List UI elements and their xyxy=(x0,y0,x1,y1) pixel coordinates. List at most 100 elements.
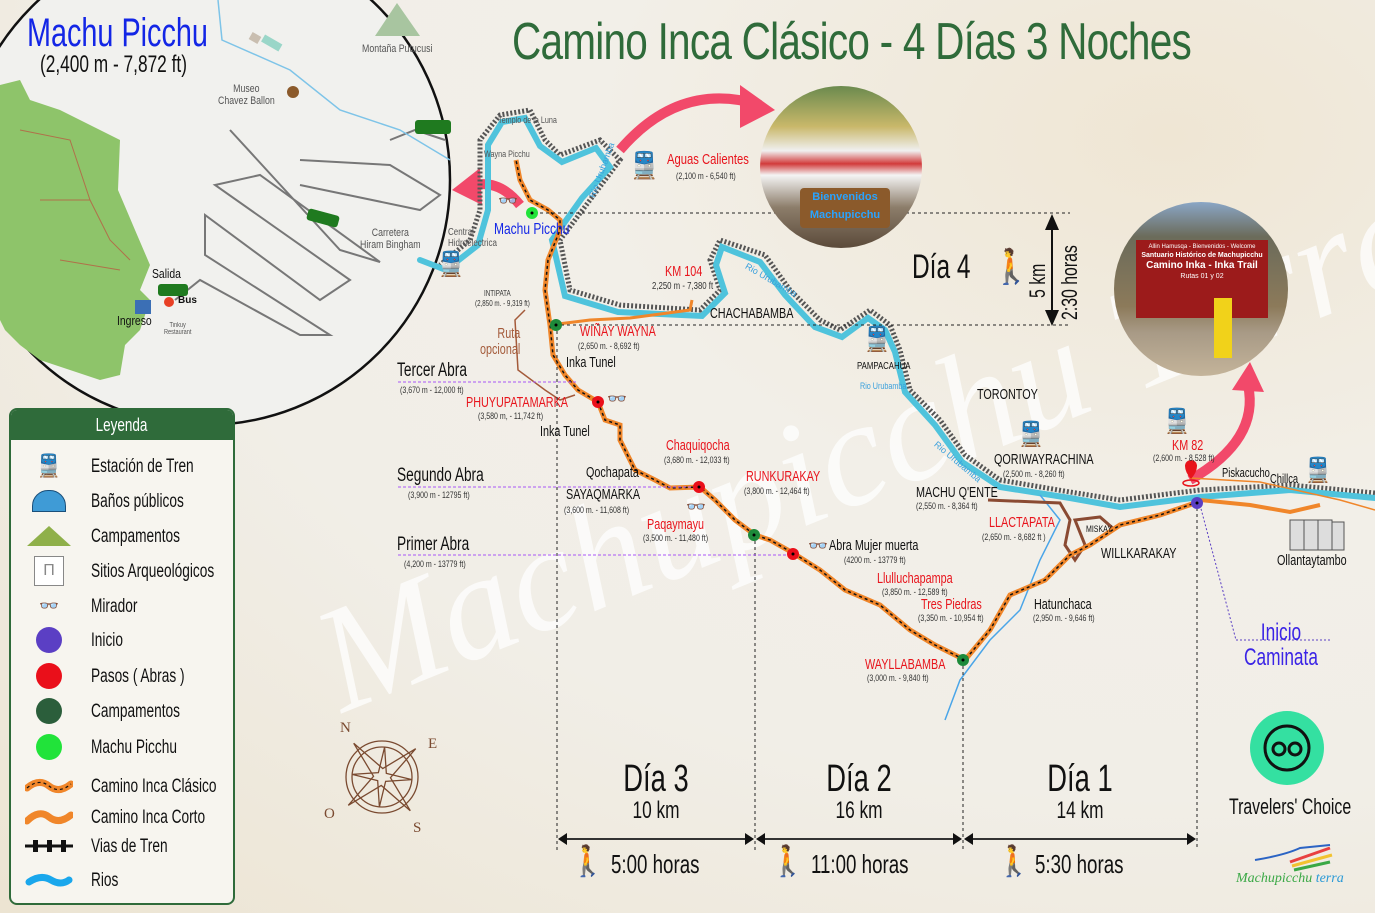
ruins-icon: Π xyxy=(25,556,73,586)
elev-abra-mujer-muerta: (4200 m. - 13779 ft) xyxy=(844,555,906,565)
label-intipata: INTIPATA xyxy=(484,289,511,298)
elev-qoriwayrachina: (2,500 m. - 8,260 ft) xyxy=(1003,469,1065,479)
legend-item-viewpoint: 👓 Mirador xyxy=(11,590,233,622)
label-machu-picchu: Machu Picchu xyxy=(494,221,570,238)
day4-hours: 2:30 horas xyxy=(1057,245,1082,320)
label-inka-tunel-2: Inka Tunel xyxy=(540,423,590,440)
legend-item-campsite: Campamentos xyxy=(11,695,233,727)
label-wayllabamba: WAYLLABAMBA xyxy=(865,656,946,673)
binoculars-icon: 👓 xyxy=(686,499,706,516)
legend-item-train: 🚆 Estación de Tren xyxy=(11,450,233,482)
binoculars-icon: 👓 xyxy=(808,538,828,555)
dark-green-dot-icon xyxy=(36,698,62,724)
label-miskay: MISKAY xyxy=(1086,524,1113,534)
elev-intipata: (2,850 m. - 9,319 ft) xyxy=(475,299,530,308)
day-segment-1: Día 1 14 km 🚶 5:30 horas xyxy=(963,758,1197,879)
label-hatunchaca: Hatunchaca xyxy=(1034,596,1092,613)
day-segment-3: Día 3 10 km 🚶 5:00 horas xyxy=(557,758,755,879)
svg-text:O: O xyxy=(324,806,335,822)
day4-label: Día 4 xyxy=(912,248,971,286)
label-sayaqmarka: SAYAQMARKA xyxy=(566,486,641,503)
legend-item-start: Inicio xyxy=(11,624,233,656)
purple-dot-icon xyxy=(36,627,62,653)
inka-trail-photo: Allin Hamusqa - Bienvenidos - Welcome Sa… xyxy=(1114,202,1288,376)
day-duration: 5:30 horas xyxy=(1035,849,1124,879)
trail-sign: Allin Hamusqa - Bienvenidos - Welcome Sa… xyxy=(1136,240,1268,318)
label-carretera: Carretera Hiram Bingham xyxy=(360,227,421,251)
day4-km: 5 km xyxy=(1025,263,1050,298)
elev-runkurakay: (3,800 m. - 12,464 ft) xyxy=(744,486,810,496)
welcome-sign: Bienvenidos Machupicchu xyxy=(800,188,890,228)
river-icon xyxy=(25,868,73,892)
label-chaquiqocha: Chaquiqocha xyxy=(666,437,730,454)
label-piskacucho: Piskacucho xyxy=(1222,465,1270,480)
rail-icon xyxy=(25,834,73,858)
label-llulluchapampa: Llulluchapampa xyxy=(877,570,953,587)
brand-name-2: terra xyxy=(1315,871,1344,886)
train-icon: 🚆 xyxy=(436,251,466,278)
train-icon: 🚆 xyxy=(862,326,892,353)
elev-paqaymayu: (3,500 m. - 11,480 ft) xyxy=(643,533,709,543)
legend-item-pass: Pasos ( Abras ) xyxy=(11,660,233,692)
legend-item-rail: Vias de Tren xyxy=(11,830,233,862)
label-restaurant: Tinkuy Restaurant xyxy=(164,322,192,337)
label-pampacahua: PAMPACAHUA xyxy=(857,361,911,372)
elev-machu-qente: (2,550 m. - 8,364 ft) xyxy=(916,501,978,511)
hiker-figure xyxy=(1214,298,1232,358)
label-rio-urubamba-3: Rio Urubamba xyxy=(860,381,907,391)
legend-item-classic-trail: Camino Inca Clásico xyxy=(11,770,233,802)
elev-sayaqmarka: (3,600 m. - 11,608 ft) xyxy=(564,505,630,515)
trail-sign-line3: Camino Inka - Inka Trail xyxy=(1146,260,1258,272)
svg-text:S: S xyxy=(413,820,421,836)
label-tercer-abra: Tercer Abra xyxy=(397,360,467,381)
legend-title: Leyenda xyxy=(11,410,233,440)
legend-item-short-trail: Camino Inca Corto xyxy=(11,801,233,833)
travelers-choice-label: Travelers' Choice xyxy=(1229,794,1352,819)
label-willkarakay: WILLKARAKAY xyxy=(1101,545,1177,562)
label-templo-luna: Templo de la Luna xyxy=(498,115,557,125)
aguas-calientes-photo: Bienvenidos Machupicchu xyxy=(760,86,922,248)
label-primer-abra: Primer Abra xyxy=(397,534,470,555)
label-inka-tunel-1: Inka Tunel xyxy=(566,354,616,371)
hiker-icon: 🚶 xyxy=(995,845,1033,878)
binoculars-icon: 👓 xyxy=(39,598,59,615)
label-wayna-picchu: Wayna Picchu xyxy=(484,149,530,159)
label-chachabamba: CHACHABAMBA xyxy=(710,305,794,322)
day-distance: 10 km xyxy=(632,797,680,824)
label-paqaymayu: Paqaymayu xyxy=(647,516,705,533)
elev-tres-piedras: (3,350 m. - 10,954 ft) xyxy=(918,613,984,623)
legend-item-ruins: Π Sitios Arqueológicos xyxy=(11,555,233,587)
label-montana-putucusi: Montaña Putucusi xyxy=(362,43,433,55)
legend-panel: Leyenda 🚆 Estación de Tren Baños público… xyxy=(9,408,235,905)
day-segment-2: Día 2 16 km 🚶 11:00 horas xyxy=(755,758,963,879)
label-winay-wayna: WIÑAY WAYNA xyxy=(580,323,656,340)
elev-km82: (2,600 m. - 8,528 ft) xyxy=(1153,453,1215,463)
brand-name-1: Machupicchu xyxy=(1236,871,1313,886)
label-phuyupatamarka: PHUYUPATAMARKA xyxy=(466,394,569,411)
label-central: Central Hidroelectrica xyxy=(448,227,497,249)
day-duration: 11:00 horas xyxy=(811,849,909,879)
elev-llulluchapampa: (3,850 m. - 12,589 ft) xyxy=(882,587,948,597)
hiker-icon: 🚶 xyxy=(990,248,1033,286)
train-icon: 🚆 xyxy=(1162,408,1192,435)
elev-phuyupatamarka: (3,580 m, - 11,742 ft) xyxy=(478,411,544,421)
elev-winay-wayna: (2,650 m. - 8,692 ft) xyxy=(578,341,640,351)
trail-sign-line2: Santuario Histórico de Machupicchu xyxy=(1141,251,1263,259)
elev-aguas-calientes: (2,100 m - 6,540 ft) xyxy=(676,171,736,181)
dashed-orange-line-icon xyxy=(25,774,73,798)
legend-item-restroom: Baños públicos xyxy=(11,485,233,517)
svg-text:E: E xyxy=(428,736,437,752)
trail-sign-line4: Rutas 01 y 02 xyxy=(1180,272,1224,280)
label-llactapata: LLACTAPATA xyxy=(989,514,1055,531)
elev-chaquiqocha: (3,680 m. - 12,033 ft) xyxy=(664,455,730,465)
train-icon: 🚆 xyxy=(628,150,661,180)
green-dot-icon xyxy=(36,734,62,760)
tent-icon xyxy=(25,524,73,548)
label-tres-piedras: Tres Piedras xyxy=(921,596,982,613)
label-torontoy: TORONTOY xyxy=(977,386,1038,403)
elev-llactapata: (2,650 m. - 8,682 ft ) xyxy=(982,532,1046,542)
label-km82: KM 82 xyxy=(1172,437,1204,454)
brand-logo: Machupicchu terra xyxy=(1236,871,1344,887)
label-chillca: Chillca xyxy=(1270,471,1299,486)
trail-sign-line1: Allin Hamusqa - Bienvenidos - Welcome xyxy=(1148,244,1256,250)
